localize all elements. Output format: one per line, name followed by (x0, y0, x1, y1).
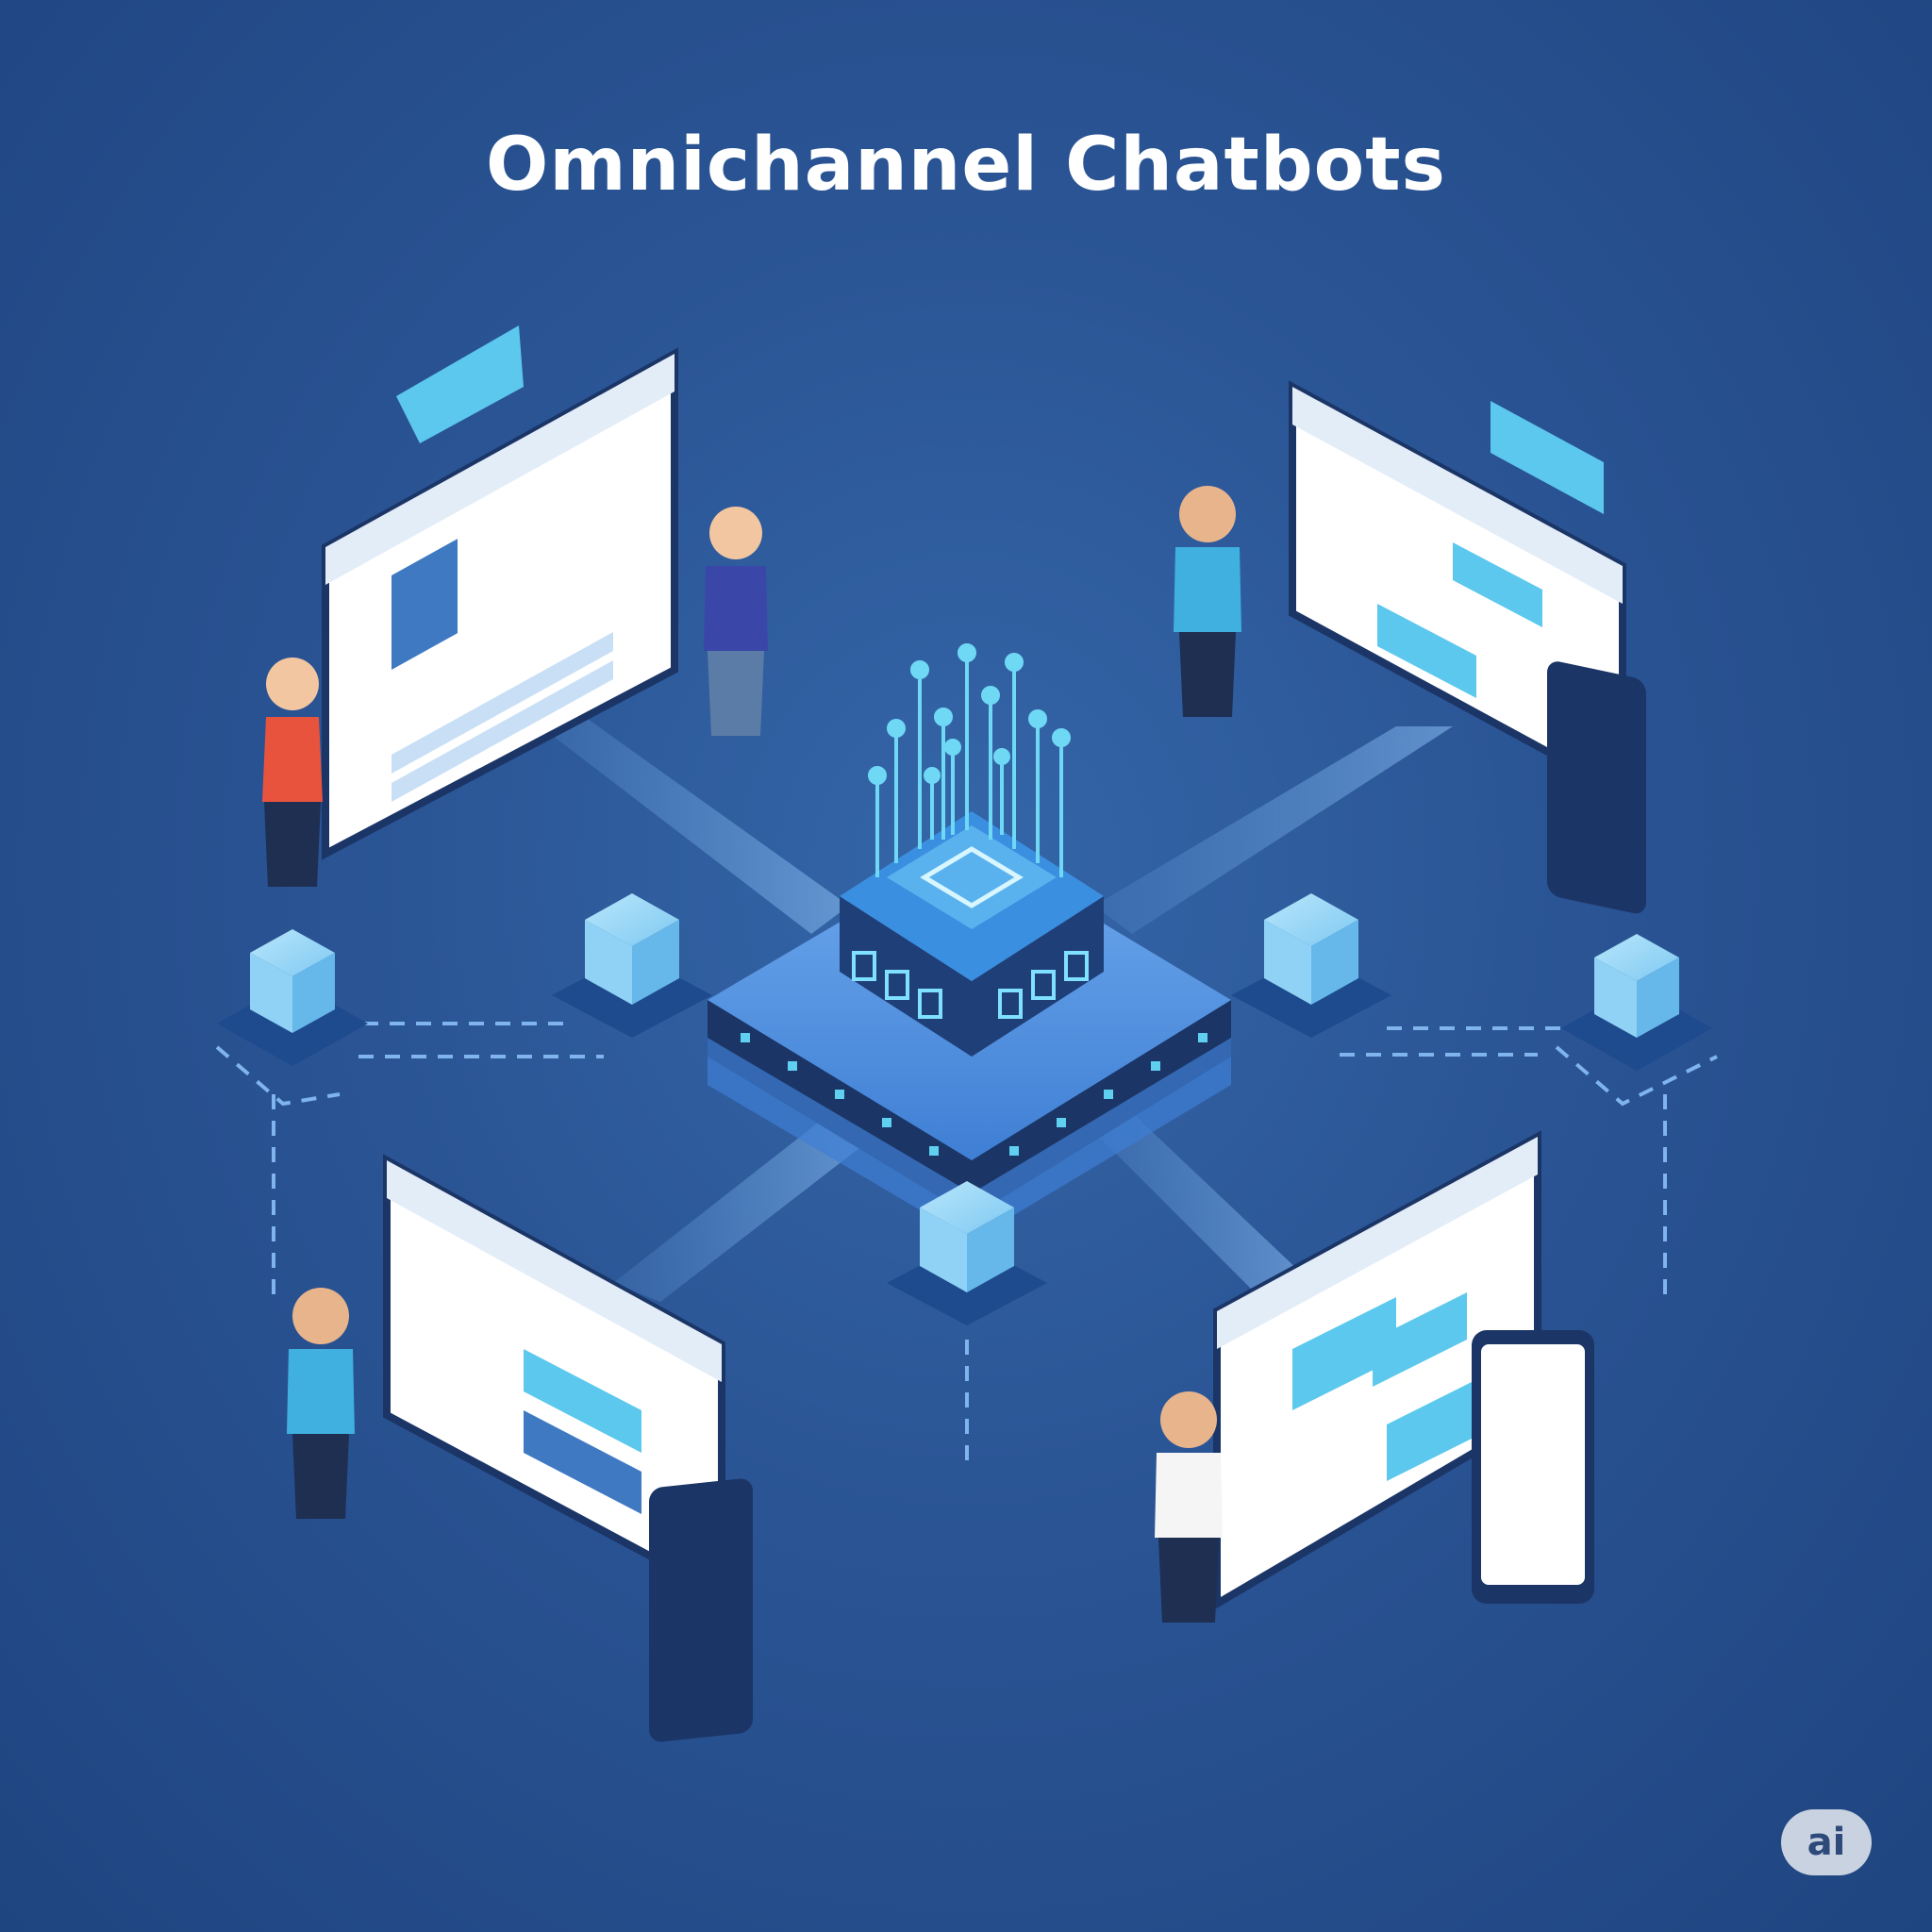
chat-bubble (1377, 604, 1476, 698)
beam-top-right (1094, 726, 1453, 934)
module-cube (1231, 893, 1391, 1038)
phone (649, 1478, 753, 1742)
chip-core-inner (920, 846, 1024, 908)
browser-window-bottom-left (383, 1154, 753, 1742)
module-cubes (217, 893, 1712, 1325)
chat-bubble (1387, 1377, 1481, 1481)
dashed-connectors (215, 1022, 1718, 1472)
chip-ports (852, 951, 1089, 1019)
chat-bubble (1373, 1292, 1467, 1387)
module-cube (887, 1181, 1047, 1325)
chip-core (887, 825, 1057, 929)
page-title: Omnichannel Chatbots (486, 123, 1446, 208)
person (704, 507, 768, 736)
browser-window-bottom-right (1213, 1130, 1594, 1610)
beam-bottom-left (613, 1113, 868, 1302)
hub-base-lights (741, 1033, 1208, 1156)
browser-window-top-right (1289, 380, 1646, 914)
central-ai-hub (708, 643, 1231, 1241)
module-cube (217, 929, 368, 1066)
connection-beams (528, 717, 1453, 1302)
ai-logo-badge: ai (1781, 1809, 1872, 1875)
person (1155, 1391, 1223, 1623)
dashed-outline-right (1555, 1045, 1718, 1107)
module-cube (1561, 934, 1712, 1071)
chat-bubble (1292, 1297, 1396, 1410)
person (287, 1288, 355, 1519)
chip-side (840, 896, 1104, 1057)
beam-bottom-right (1085, 1104, 1302, 1292)
chat-bubble (396, 325, 524, 443)
person (262, 658, 323, 887)
dashed-outline-left (215, 1045, 341, 1107)
browser-window-top-left (322, 325, 678, 860)
module-cube (552, 893, 712, 1038)
phone (1547, 661, 1646, 914)
beam-top-left (528, 717, 849, 934)
chat-bubble (524, 1349, 641, 1453)
chat-bubble (1453, 542, 1542, 627)
chat-bubble (524, 1410, 641, 1514)
person (1174, 486, 1241, 717)
people (262, 486, 1241, 1623)
chat-bubble (1491, 401, 1604, 514)
circuit-lines (868, 643, 1071, 877)
